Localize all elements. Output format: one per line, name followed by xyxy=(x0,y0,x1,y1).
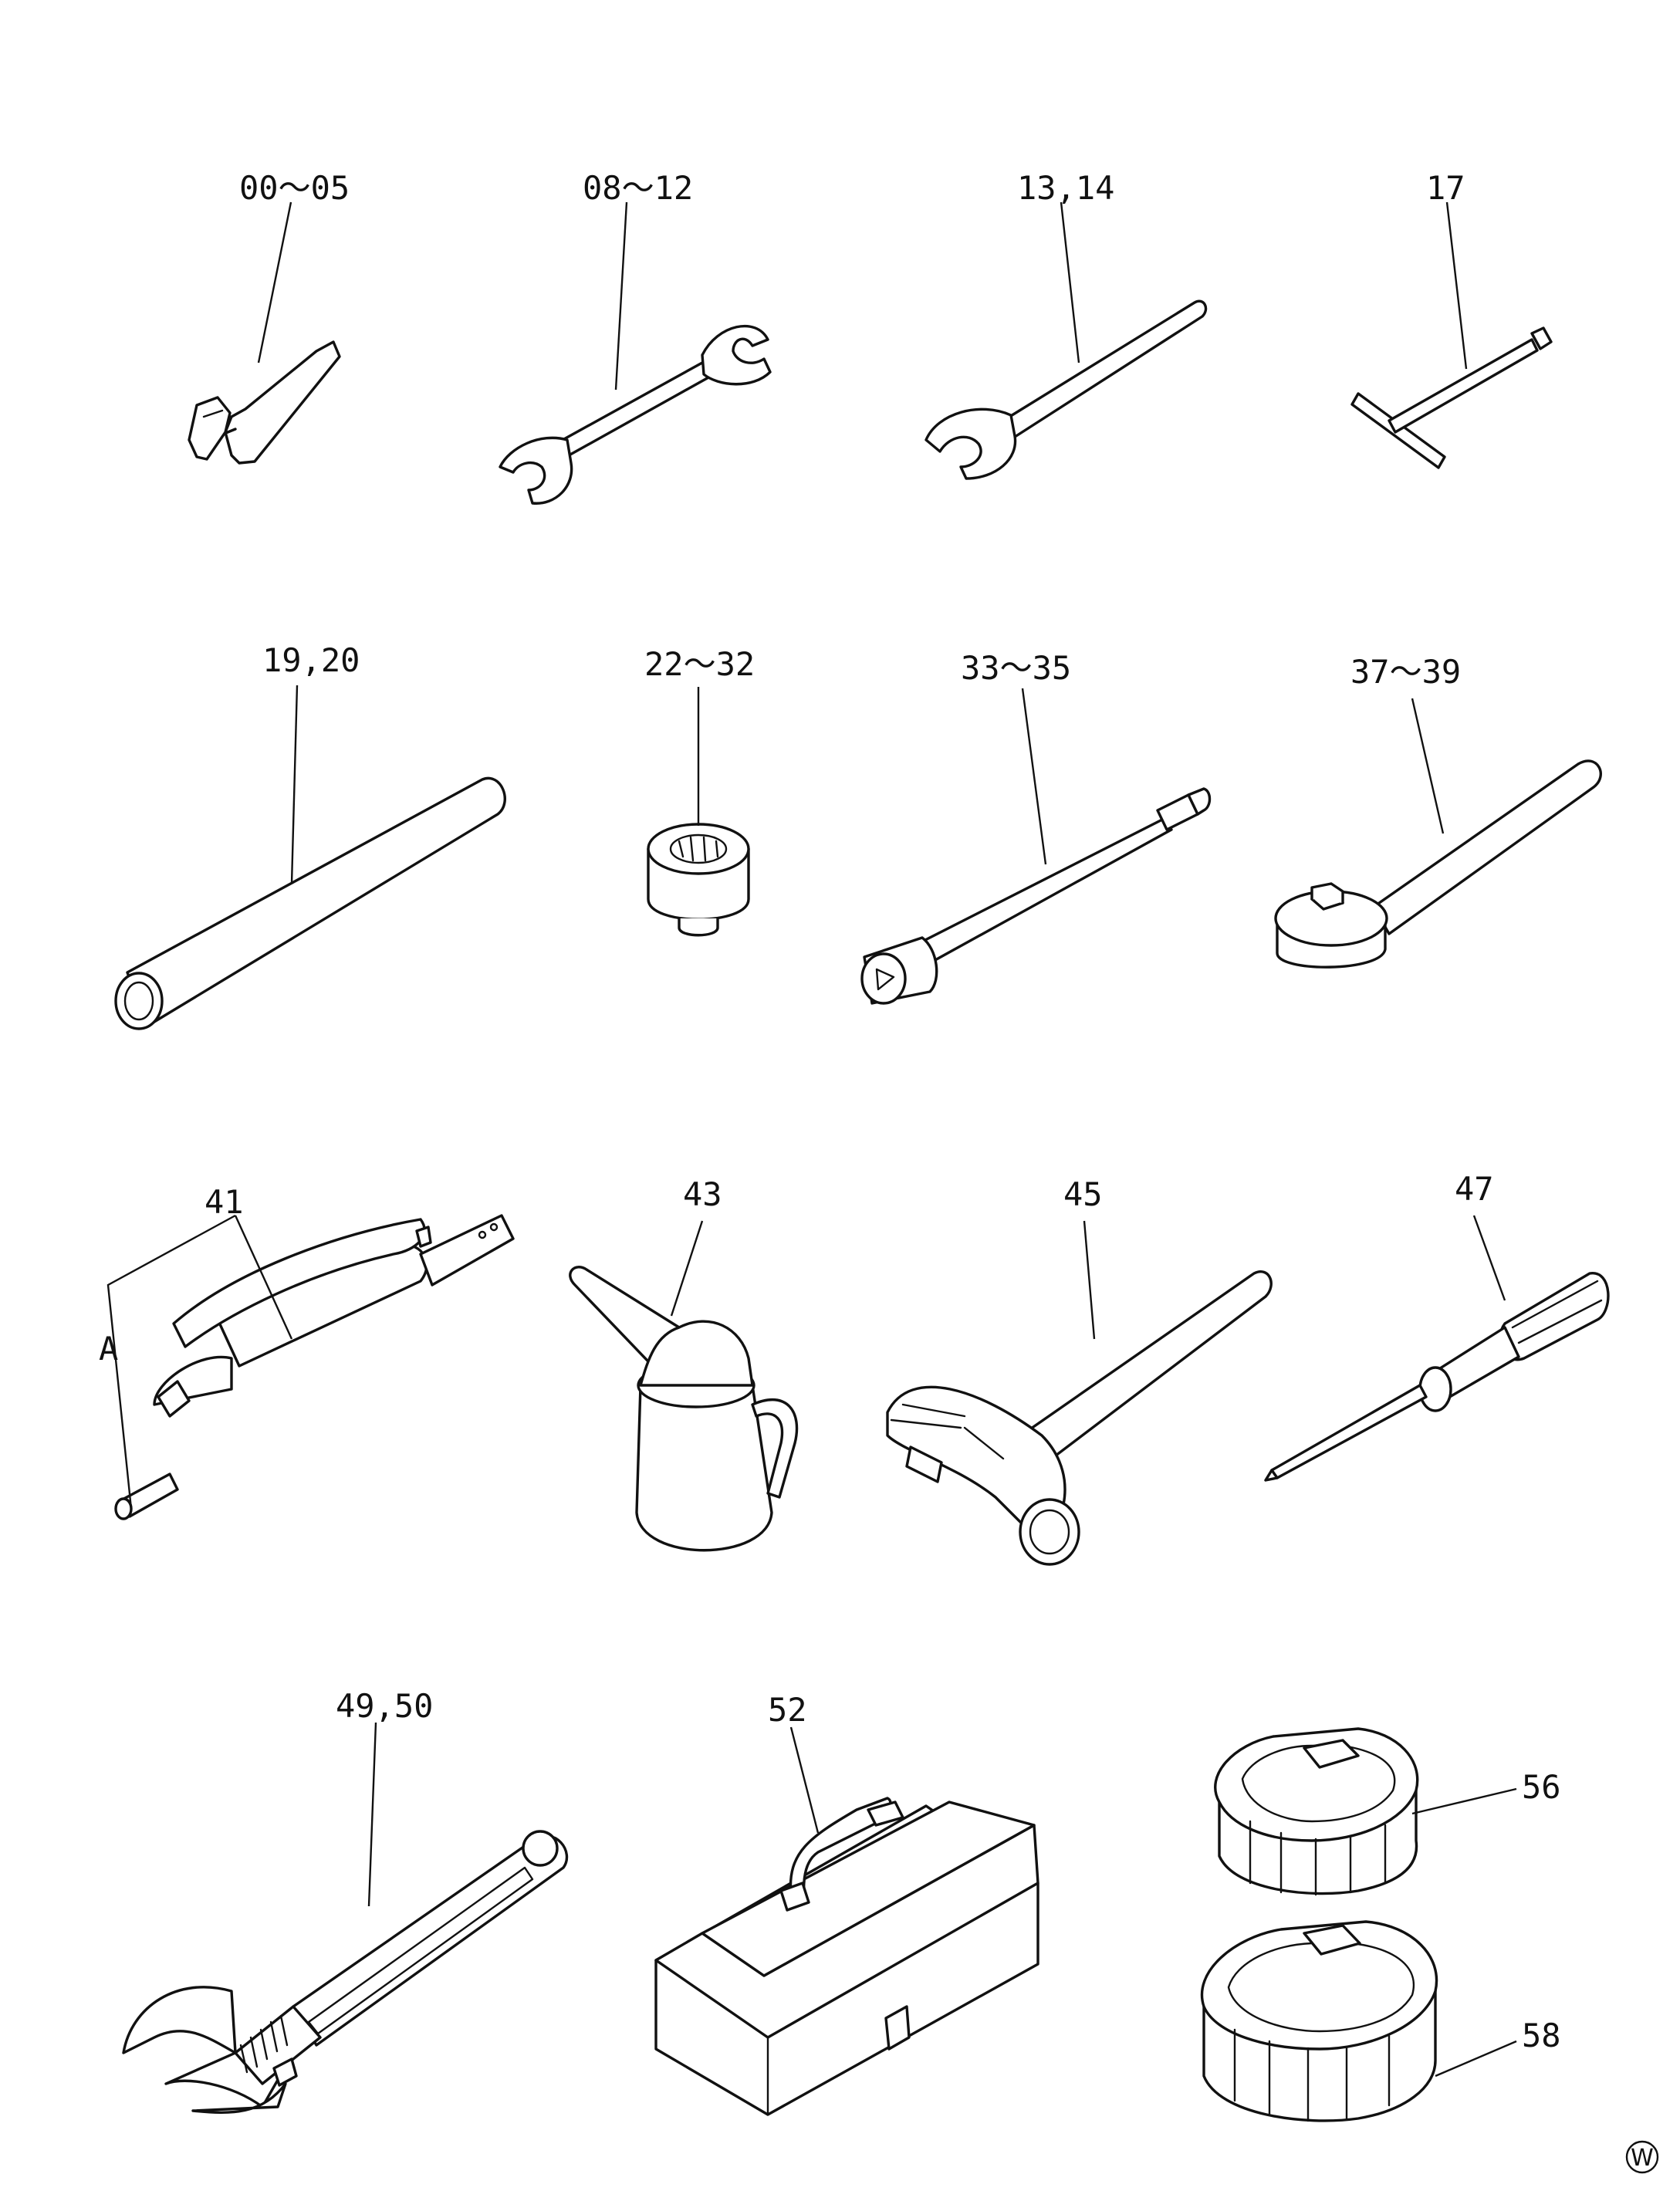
callout-label: 52 xyxy=(768,1691,807,1729)
leader-line xyxy=(1411,698,1445,834)
callout-label: 00～05 xyxy=(239,169,350,207)
callout-label: 49,50 xyxy=(336,1687,433,1725)
toolbox-icon xyxy=(654,1797,1039,2116)
torque-bar-icon xyxy=(860,787,1212,1005)
leader-line xyxy=(367,1722,377,1907)
leader-line xyxy=(290,685,299,884)
leader-line xyxy=(1472,1215,1506,1301)
callout-label: 19,20 xyxy=(262,641,360,679)
callout-label: 17 xyxy=(1426,169,1465,207)
hex-key-icon xyxy=(188,340,341,465)
leader-line xyxy=(257,201,292,363)
filter-wrench-icon xyxy=(1200,1920,1438,2122)
leader-line xyxy=(106,1214,293,1510)
callout-label: 58 xyxy=(1522,2017,1561,2054)
callout-label: 45 xyxy=(1063,1175,1103,1213)
callout-label: 37～39 xyxy=(1350,653,1461,691)
corner-mark-letter: W xyxy=(1631,2145,1654,2172)
ratchet-handle-icon xyxy=(1274,759,1602,969)
socket-icon xyxy=(647,823,750,937)
leader-line xyxy=(1435,2040,1517,2078)
callout-label: 43 xyxy=(683,1175,722,1213)
leader-line xyxy=(1021,688,1047,865)
callout-label: A xyxy=(99,1330,118,1368)
callout-label: 13,14 xyxy=(1017,169,1114,207)
grease-gun-icon xyxy=(114,1214,515,1520)
adjustable-wrench-icon xyxy=(122,1830,569,2114)
t-handle-wrench-icon xyxy=(1350,326,1553,469)
corner-mark: W xyxy=(1625,2140,1659,2174)
leader-line xyxy=(1060,201,1080,363)
callout-label: 08～12 xyxy=(583,169,693,207)
screwdriver-icon xyxy=(1264,1272,1610,1482)
extension-pipe-icon xyxy=(114,776,506,1030)
callout-label: 33～35 xyxy=(961,649,1071,687)
leader-line xyxy=(1411,1787,1517,1815)
leader-line xyxy=(1445,201,1468,370)
oil-can-icon xyxy=(569,1266,799,1552)
filter-wrench-icon xyxy=(1214,1727,1419,1896)
callout-label: 47 xyxy=(1455,1170,1494,1208)
callout-label: 56 xyxy=(1522,1768,1561,1806)
single-open-wrench-icon xyxy=(925,299,1208,480)
callout-label: 41 xyxy=(205,1183,244,1221)
leader-line xyxy=(614,201,628,391)
double-open-wrench-icon xyxy=(499,324,772,505)
leader-line xyxy=(1083,1220,1096,1340)
leader-line xyxy=(789,1726,820,1834)
hammer-icon xyxy=(886,1270,1273,1566)
leader-line xyxy=(670,1220,704,1317)
callout-label: 22～32 xyxy=(644,645,755,683)
